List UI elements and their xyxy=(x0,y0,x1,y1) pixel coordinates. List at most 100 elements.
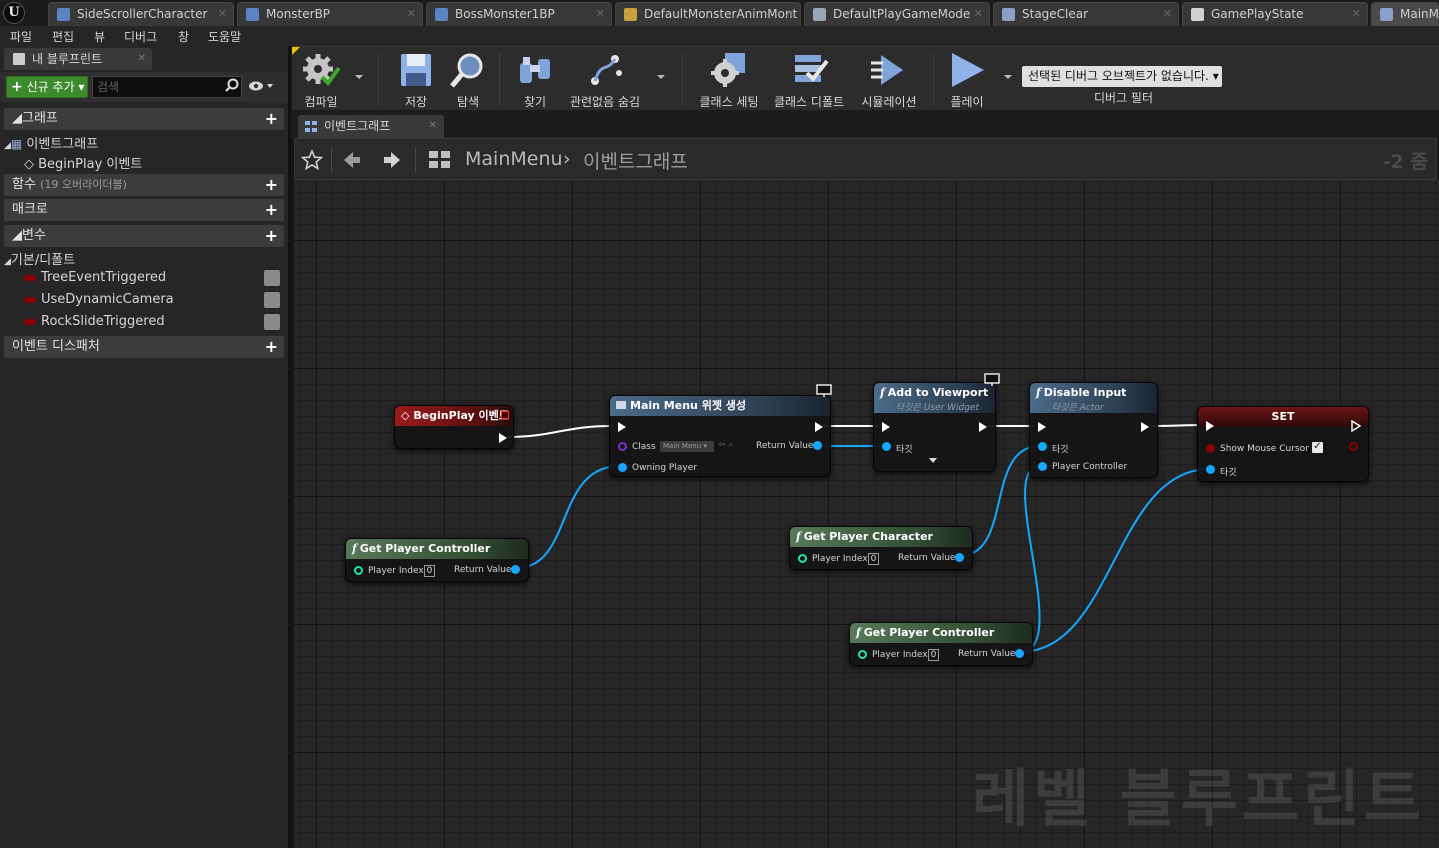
tab-event-graph[interactable]: 이벤트그래프 ✕ xyxy=(298,115,444,138)
exec-out-pin[interactable] xyxy=(815,422,823,432)
menu-edit[interactable]: 편집 xyxy=(52,30,75,44)
target-pin[interactable] xyxy=(1038,442,1047,451)
menu-debug[interactable]: 디버그 xyxy=(124,30,158,44)
variable-item[interactable]: UseDynamicCamera xyxy=(24,290,284,310)
simulation-button[interactable]: 시뮬레이션 xyxy=(858,51,920,109)
section-graphs[interactable]: ◢그래프+ xyxy=(4,108,284,130)
use-selected-arrow-icon[interactable]: ⇦ ⌕ xyxy=(718,440,734,450)
doc-tab-bossmonster1bp[interactable]: BossMonster1BP✕ xyxy=(426,2,612,26)
target-pin[interactable] xyxy=(1206,465,1215,474)
visibility-eye-icon[interactable] xyxy=(264,314,280,330)
player-index-field[interactable]: 0 xyxy=(868,553,879,565)
visibility-eye-icon[interactable] xyxy=(264,270,280,286)
add-function-icon[interactable]: + xyxy=(264,175,278,194)
add-macro-icon[interactable]: + xyxy=(264,200,278,219)
add-variable-icon[interactable]: + xyxy=(264,226,278,245)
doc-tab-stageclear[interactable]: StageClear✕ xyxy=(993,2,1179,26)
doc-tab-sidescrollercharacter[interactable]: SideScrollerCharacter✕ xyxy=(48,2,234,26)
exec-in-pin[interactable] xyxy=(882,422,890,432)
browse-button[interactable]: 탐색 xyxy=(448,51,488,109)
exec-out-pin[interactable] xyxy=(979,422,987,432)
menu-window[interactable]: 창 xyxy=(178,30,190,44)
advanced-expand-arrow-icon[interactable] xyxy=(929,458,937,463)
player-index-pin[interactable] xyxy=(354,566,363,575)
my-blueprint-tab[interactable]: 내 블루프린트 ✕ xyxy=(4,48,152,70)
hide-unrelated-chevron-icon[interactable] xyxy=(657,75,665,79)
node-create-widget[interactable]: Main Menu 위젯 생성 Class Main Menu ▾ ⇦ ⌕ Re… xyxy=(609,384,832,477)
section-variables[interactable]: ◢변수+ xyxy=(4,225,284,247)
play-options-chevron-icon[interactable] xyxy=(1004,75,1012,79)
exec-out-pin[interactable] xyxy=(1141,422,1149,432)
close-icon[interactable]: ✕ xyxy=(973,7,983,20)
player-controller-pin[interactable] xyxy=(1038,462,1047,471)
close-icon[interactable]: ✕ xyxy=(137,53,146,64)
variable-item[interactable]: RockSlideTriggered xyxy=(24,312,284,332)
output-bool-pin[interactable] xyxy=(1349,442,1358,451)
close-icon[interactable]: ✕ xyxy=(428,120,437,131)
play-button[interactable]: 플레이 xyxy=(944,51,990,109)
player-index-field[interactable]: 0 xyxy=(928,649,939,661)
doc-tab-defaultplaygamemode[interactable]: DefaultPlayGameMode✕ xyxy=(804,2,990,26)
class-defaults-button[interactable]: 클래스 디폴트 xyxy=(772,51,846,109)
show-mouse-cursor-checkbox[interactable]: ✓ xyxy=(1312,441,1323,453)
section-event-dispatchers[interactable]: 이벤트 디스패처+ xyxy=(4,336,284,358)
add-dispatcher-icon[interactable]: + xyxy=(264,337,278,356)
find-button[interactable]: 찾기 xyxy=(514,51,556,109)
exec-in-pin[interactable] xyxy=(1206,421,1214,431)
compile-options-chevron-icon[interactable] xyxy=(355,75,363,79)
player-index-pin[interactable] xyxy=(798,554,807,563)
menu-view[interactable]: 뷰 xyxy=(94,30,106,44)
doc-tab-gameplaystate[interactable]: GamePlayState✕ xyxy=(1182,2,1368,26)
eye-icon[interactable] xyxy=(248,80,274,92)
favorite-star-icon[interactable] xyxy=(301,149,323,171)
class-settings-button[interactable]: 클래스 세팅 xyxy=(696,51,762,109)
variable-item[interactable]: TreeEventTriggered xyxy=(24,268,284,288)
node-beginplay-event[interactable]: ◇ BeginPlay 이벤트 xyxy=(394,405,514,449)
delegate-pin-icon[interactable] xyxy=(501,411,509,419)
return-value-pin[interactable] xyxy=(955,553,964,562)
menu-help[interactable]: 도움말 xyxy=(208,30,242,44)
exec-in-pin[interactable] xyxy=(1038,422,1046,432)
class-pin[interactable] xyxy=(618,442,627,451)
player-index-pin[interactable] xyxy=(858,650,867,659)
back-arrow-icon[interactable] xyxy=(341,149,363,171)
return-value-pin[interactable] xyxy=(813,441,822,450)
target-pin[interactable] xyxy=(882,442,891,451)
section-functions[interactable]: 함수 (19 오버라이더블)+ xyxy=(4,174,284,196)
exec-in-pin[interactable] xyxy=(618,422,626,432)
class-select[interactable]: Main Menu ▾ xyxy=(660,441,714,452)
close-icon[interactable]: ✕ xyxy=(595,7,605,20)
graph-canvas[interactable]: ◇ BeginPlay 이벤트 Main Menu 위젯 생성 Class Ma… xyxy=(294,180,1439,848)
unreal-logo-icon[interactable]: U xyxy=(3,2,25,24)
menu-file[interactable]: 파일 xyxy=(10,30,33,44)
tree-item-event-graph[interactable]: ◢▦ 이벤트그래프 xyxy=(4,137,99,152)
close-icon[interactable]: ✕ xyxy=(784,7,794,20)
player-index-field[interactable]: 0 xyxy=(424,565,435,577)
visibility-eye-icon[interactable] xyxy=(264,292,280,308)
tree-item-beginplay[interactable]: ◇ BeginPlay 이벤트 xyxy=(24,157,143,172)
owning-player-pin[interactable] xyxy=(618,463,627,472)
exec-out-pin[interactable] xyxy=(499,433,507,443)
doc-tab-mainmenu[interactable]: MainMe xyxy=(1371,2,1439,26)
compile-button[interactable]: 컴파일 xyxy=(300,51,342,109)
save-button[interactable]: 저장 xyxy=(396,51,436,109)
doc-tab-monsterbp[interactable]: MonsterBP✕ xyxy=(237,2,423,26)
search-input[interactable]: 검색 xyxy=(92,76,242,98)
search-icon[interactable] xyxy=(225,78,239,92)
close-icon[interactable]: ✕ xyxy=(217,7,227,20)
return-value-pin[interactable] xyxy=(511,565,520,574)
hide-unrelated-button[interactable]: 관련없음 숨김 xyxy=(568,51,642,109)
doc-tab-defaultmonsteranimmont[interactable]: DefaultMonsterAnimMont✕ xyxy=(615,2,801,26)
forward-arrow-icon[interactable] xyxy=(381,149,403,171)
node-set-show-mouse-cursor[interactable]: SET Show Mouse Cursor ✓ 타깃 xyxy=(1197,406,1369,482)
close-icon[interactable]: ✕ xyxy=(406,7,416,20)
debug-object-select[interactable]: 선택된 디버그 오브젝트가 없습니다. ▾ xyxy=(1022,66,1222,87)
variable-category-default[interactable]: ◢기본/디폴트 xyxy=(4,253,76,268)
add-new-button[interactable]: + 신규 추가 ▾ xyxy=(6,76,88,98)
close-icon[interactable]: ✕ xyxy=(1351,7,1361,20)
